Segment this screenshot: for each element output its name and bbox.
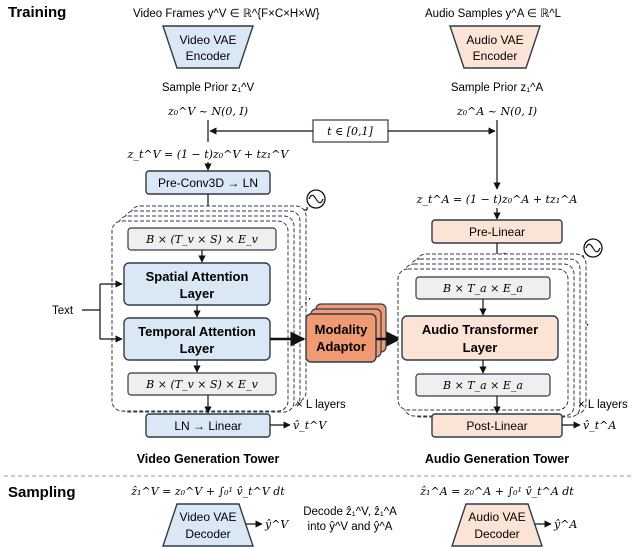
audio-sample-eq: ẑ₁^A = z₀^A + ∫₀¹ v̂_t^A dt — [419, 485, 574, 498]
video-encoder-line2: Encoder — [186, 49, 231, 63]
spatial-line1: Spatial Attention — [146, 269, 249, 284]
video-sample-prior: Sample Prior z₁^V — [162, 82, 255, 94]
video-post-label: LN → Linear — [174, 419, 241, 433]
audio-vae-encoder: Audio VAE Encoder — [449, 25, 541, 69]
audio-output: v̂_t^A — [583, 419, 616, 432]
audio-noise-eq: z₀^A ~ N(0, I) — [456, 105, 537, 118]
audio-layers-note: × L layers — [578, 399, 628, 411]
audio-pre-box: Pre-Linear — [431, 219, 563, 244]
sampling-title: Sampling — [8, 484, 76, 501]
video-shape-bottom-label: B × (T_v × S) × E_v — [145, 378, 258, 391]
audio-transformer-line2: Layer — [463, 340, 498, 355]
audio-vae-decoder: Audio VAE Decoder — [451, 503, 543, 547]
text-input-label: Text — [52, 305, 74, 317]
audio-transformer-line1: Audio Transformer — [422, 322, 538, 337]
video-preconv-box: Pre-Conv3D → LN — [145, 170, 271, 195]
audio-pre-label: Pre-Linear — [469, 225, 525, 239]
temporal-line2: Layer — [180, 341, 215, 356]
audio-shape-bottom: B × T_a × E_a — [415, 373, 551, 397]
video-decoder-line2: Decoder — [185, 527, 230, 541]
audio-sample-prior: Sample Prior z₁^A — [451, 82, 544, 94]
audio-shape-bottom-label: B × T_a × E_a — [442, 379, 523, 392]
video-ellipsis: ⋰ — [300, 297, 312, 309]
video-shape-top-label: B × (T_v × S) × E_v — [145, 233, 258, 246]
audio-decoder-line2: Decoder — [474, 527, 519, 541]
audio-decoded: ŷ^A — [553, 518, 577, 531]
audio-encoder-line1: Audio VAE — [466, 33, 523, 47]
video-shape-bottom: B × (T_v × S) × E_v — [127, 372, 277, 396]
spatial-line2: Layer — [180, 286, 215, 301]
video-sample-eq: ẑ₁^V = z₀^V + ∫₀¹ v̂_t^V dt — [130, 485, 285, 498]
video-interp-eq: z_t^V = (1 − t)z₀^V + tz₁^V — [127, 148, 290, 161]
adaptor-line1: Modality — [315, 322, 368, 337]
training-title: Training — [8, 4, 66, 21]
video-noise-eq: z₀^V ~ N(0, I) — [167, 105, 248, 118]
video-decoder-line1: Video VAE — [180, 510, 237, 524]
video-layers-note: × L layers — [296, 399, 346, 411]
audio-shape-top-label: B × T_a × E_a — [442, 282, 523, 295]
audio-transformer-layer: Audio Transformer Layer — [401, 315, 559, 361]
video-output: v̂_t^V — [293, 419, 327, 432]
audio-tower-label: Audio Generation Tower — [425, 452, 569, 466]
audio-interp-eq: z_t^A = (1 − t)z₀^A + tz₁^A — [416, 193, 578, 206]
video-preconv-label: Pre-Conv3D → LN — [158, 176, 258, 190]
modality-adaptor: Modality Adaptor — [305, 303, 387, 363]
audio-timestep-icon — [583, 238, 603, 258]
video-decoded: ŷ^V — [264, 518, 289, 531]
video-timestep-icon — [306, 189, 326, 209]
decode-line2: into ŷ^V and ŷ^A — [308, 521, 393, 533]
temporal-line1: Temporal Attention — [138, 324, 256, 339]
video-tower-label: Video Generation Tower — [137, 452, 280, 466]
video-post-box: LN → Linear — [145, 413, 271, 438]
video-frames-label: Video Frames y^V ∈ ℝ^{F×C×H×W} — [133, 8, 320, 20]
audio-samples-label: Audio Samples y^A ∈ ℝ^L — [425, 8, 562, 20]
audio-post-box: Post-Linear — [431, 413, 563, 438]
video-encoder-line1: Video VAE — [180, 33, 237, 47]
video-vae-encoder: Video VAE Encoder — [162, 25, 254, 69]
video-vae-decoder: Video VAE Decoder — [162, 503, 254, 547]
audio-shape-top: B × T_a × E_a — [415, 276, 551, 300]
temporal-attention-layer: Temporal Attention Layer — [123, 317, 271, 361]
audio-post-label: Post-Linear — [466, 419, 527, 433]
spatial-attention-layer: Spatial Attention Layer — [123, 262, 271, 306]
video-shape-top: B × (T_v × S) × E_v — [127, 227, 277, 251]
audio-encoder-line2: Encoder — [473, 49, 518, 63]
time-sample-box: t ∈ [0,1] — [312, 119, 389, 143]
decode-line1: Decode ẑ₁^V, ẑ₁^A — [303, 506, 397, 518]
audio-decoder-line1: Audio VAE — [468, 510, 525, 524]
time-label: t ∈ [0,1] — [327, 125, 373, 138]
adaptor-line2: Adaptor — [316, 339, 366, 354]
